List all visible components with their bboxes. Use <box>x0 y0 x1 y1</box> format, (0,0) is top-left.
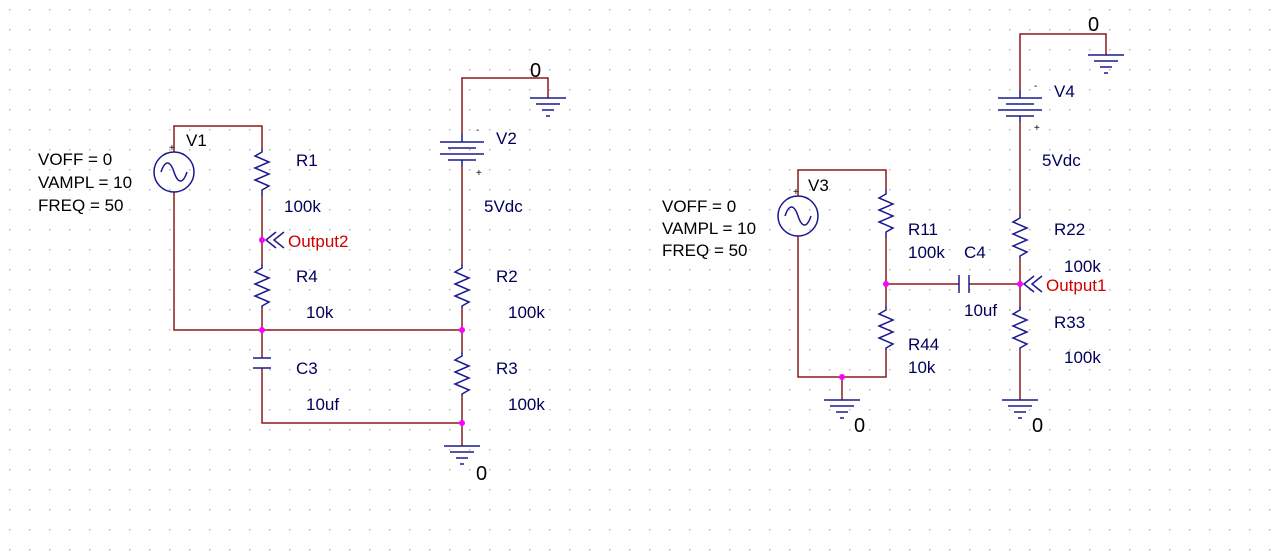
svg-text:-: - <box>1034 81 1037 92</box>
r11-value: 100k <box>908 243 945 262</box>
v1-param-vampl: VAMPL = 10 <box>38 173 132 192</box>
v2-label: V2 <box>496 129 517 148</box>
net-marker <box>264 231 285 249</box>
resistor-r22[interactable] <box>1011 214 1029 258</box>
c3-value: 10uf <box>306 395 339 414</box>
r44-label: R44 <box>908 335 939 354</box>
dc-source-v2[interactable]: - + <box>440 125 484 179</box>
wire <box>461 77 549 134</box>
net-label-output2[interactable]: Output2 <box>288 232 349 251</box>
circuit-2: + V3 VOFF = 0 VAMPL = 10 FREQ = 50 R11 1… <box>662 14 1124 437</box>
r1-label: R1 <box>296 151 318 170</box>
net-marker <box>1022 275 1043 293</box>
resistor-r33[interactable] <box>1011 306 1029 350</box>
v2-value: 5Vdc <box>484 197 523 216</box>
sine-source-v1[interactable]: + <box>153 143 195 193</box>
v3-param-freq: FREQ = 50 <box>662 241 748 260</box>
r2-label: R2 <box>496 267 518 286</box>
junction-dot <box>1017 281 1023 287</box>
r3-label: R3 <box>496 359 518 378</box>
junction-dot <box>459 327 465 333</box>
v3-param-vampl: VAMPL = 10 <box>662 219 756 238</box>
r44-value: 10k <box>908 358 936 377</box>
ground-symbol[interactable] <box>1002 399 1038 419</box>
resistor-r11[interactable] <box>877 190 895 238</box>
junction-dot <box>259 237 265 243</box>
r2-value: 100k <box>508 303 545 322</box>
svg-text:-: - <box>476 125 479 136</box>
sine-source-v3[interactable]: + <box>777 187 819 237</box>
junction-dot <box>459 420 465 426</box>
junction-dot <box>883 281 889 287</box>
v4-label: V4 <box>1054 82 1075 101</box>
resistor-r4[interactable] <box>253 264 271 308</box>
wire <box>797 169 887 196</box>
capacitor-c4[interactable] <box>958 275 970 293</box>
capacitor-c3[interactable] <box>253 357 271 369</box>
r22-label: R22 <box>1054 220 1085 239</box>
resistor-r1[interactable] <box>253 148 271 196</box>
resistor-r3[interactable] <box>453 352 471 396</box>
v1-param-freq: FREQ = 50 <box>38 196 124 215</box>
r1-value: 100k <box>284 197 321 216</box>
v4-value: 5Vdc <box>1042 151 1081 170</box>
svg-text:+: + <box>1034 123 1040 134</box>
junction-dot <box>839 374 845 380</box>
ground-label: 0 <box>476 463 487 485</box>
ground-symbol[interactable] <box>530 97 566 117</box>
ground-symbol[interactable] <box>444 445 480 465</box>
svg-text:+: + <box>476 168 482 179</box>
r4-label: R4 <box>296 267 318 286</box>
net-label-output1[interactable]: Output1 <box>1046 276 1107 295</box>
c4-value: 10uf <box>964 301 997 320</box>
wire <box>173 125 263 152</box>
svg-text:+: + <box>793 187 799 198</box>
circuit-1: + V1 VOFF = 0 VAMPL = 10 FREQ = 50 R1 10… <box>38 60 566 485</box>
c4-label: C4 <box>964 243 986 262</box>
ground-symbol[interactable] <box>824 399 860 419</box>
wire <box>173 192 462 331</box>
v3-label: V3 <box>808 176 829 195</box>
v1-param-voff: VOFF = 0 <box>38 150 112 169</box>
r33-value: 100k <box>1064 348 1101 367</box>
r4-value: 10k <box>306 303 334 322</box>
ground-label: 0 <box>854 415 865 437</box>
r33-label: R33 <box>1054 313 1085 332</box>
r3-value: 100k <box>508 395 545 414</box>
ground-label: 0 <box>1088 14 1099 36</box>
ground-symbol[interactable] <box>1088 54 1124 74</box>
wire <box>261 368 462 424</box>
junction-dot <box>259 327 265 333</box>
wire <box>1019 33 1107 90</box>
resistor-r44[interactable] <box>877 306 895 350</box>
resistor-r2[interactable] <box>453 264 471 308</box>
c3-label: C3 <box>296 359 318 378</box>
r11-label: R11 <box>908 220 938 239</box>
ground-label: 0 <box>1032 415 1043 437</box>
r22-value: 100k <box>1064 257 1101 276</box>
ground-label: 0 <box>530 60 541 82</box>
dc-source-v4[interactable]: - + <box>998 81 1042 134</box>
v1-label: V1 <box>186 131 207 150</box>
v3-param-voff: VOFF = 0 <box>662 197 736 216</box>
svg-text:+: + <box>169 143 175 154</box>
